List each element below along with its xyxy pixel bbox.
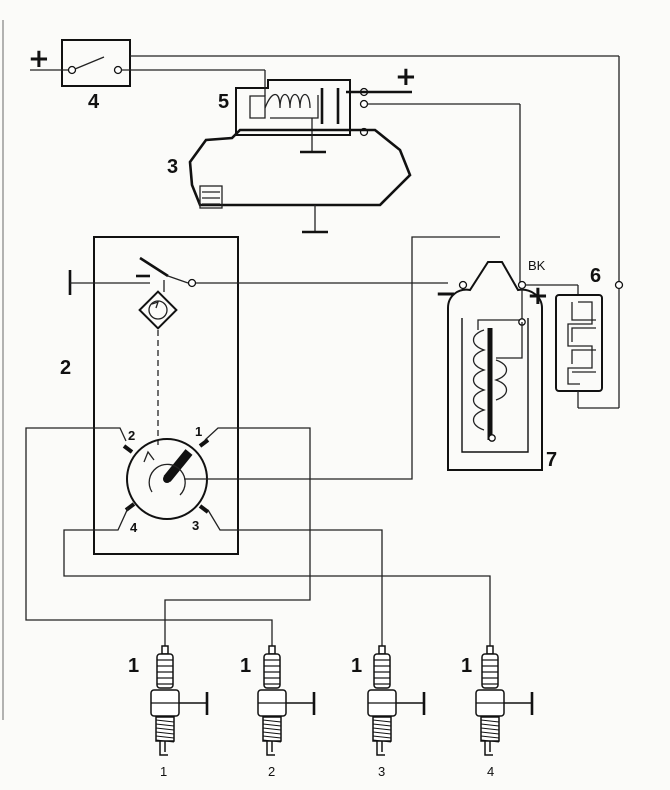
cam-icon bbox=[138, 290, 178, 330]
spark-plug-label-3: 1 bbox=[351, 655, 362, 677]
starter-motor-label: 3 bbox=[167, 156, 178, 178]
spark-plug-2 bbox=[257, 645, 316, 756]
distributor bbox=[25, 236, 500, 646]
ballast-resistor bbox=[525, 56, 624, 409]
distributor-housing bbox=[93, 236, 239, 555]
spark-plug-label-2: 1 bbox=[240, 655, 251, 677]
plug-number-1: 1 bbox=[160, 764, 167, 779]
spark-plug-label-1: 1 bbox=[128, 655, 139, 677]
ignition-coil bbox=[447, 261, 543, 471]
spark-plug-3 bbox=[367, 645, 426, 756]
solenoid-label: 5 bbox=[218, 91, 229, 113]
spark-plug-1 bbox=[150, 645, 209, 756]
plug-number-2: 2 bbox=[268, 764, 275, 779]
coil-plus-sign: + bbox=[527, 281, 549, 311]
ignition-switch-box bbox=[61, 39, 131, 87]
resistor-housing bbox=[555, 294, 603, 392]
coil-minus-sign: − bbox=[435, 279, 457, 309]
ignition-coil-label: 7 bbox=[546, 449, 557, 471]
ignition-switch-label: 4 bbox=[88, 91, 100, 113]
distributor-terminal-1: 1 bbox=[195, 424, 202, 439]
ballast-wire-label: BK bbox=[528, 258, 546, 273]
spark-plug-label-4: 1 bbox=[461, 655, 472, 677]
spark-plugs bbox=[150, 645, 534, 756]
starter-motor bbox=[188, 70, 521, 285]
distributor-terminal-2: 2 bbox=[128, 428, 135, 443]
distributor-label: 2 bbox=[60, 357, 71, 379]
solenoid-housing bbox=[235, 79, 351, 136]
distributor-terminal-4: 4 bbox=[130, 520, 138, 535]
starter-body bbox=[188, 128, 412, 207]
coil-housing bbox=[447, 261, 543, 471]
battery-plus-sign: + bbox=[28, 44, 50, 74]
plug-number-4: 4 bbox=[487, 764, 494, 779]
plug-number-3: 3 bbox=[378, 764, 385, 779]
spark-plug-4 bbox=[475, 645, 534, 756]
distributor-terminal-3: 3 bbox=[192, 518, 199, 533]
ballast-resistor-label: 6 bbox=[590, 265, 601, 287]
solenoid-plus-sign: + bbox=[395, 62, 417, 92]
ignition-switch bbox=[30, 39, 619, 87]
